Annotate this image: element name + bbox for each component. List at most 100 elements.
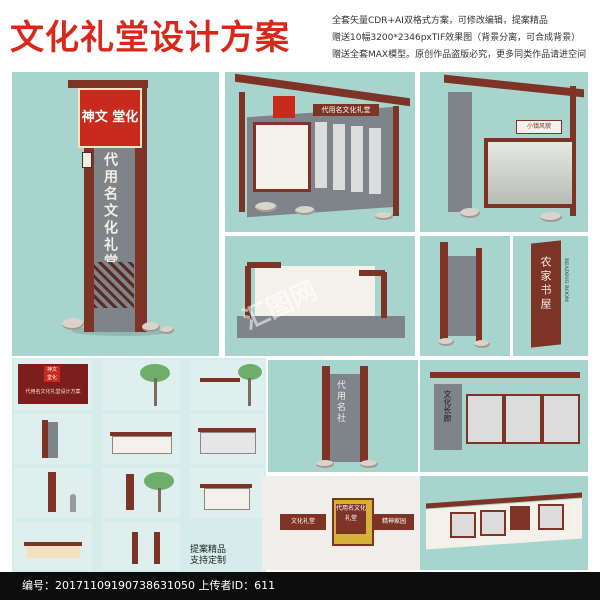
panel-tall-board bbox=[420, 236, 510, 356]
stone-pillar bbox=[434, 384, 462, 450]
post bbox=[440, 242, 448, 342]
rock bbox=[540, 212, 562, 222]
person-icon bbox=[70, 494, 76, 512]
beam bbox=[110, 432, 172, 436]
post bbox=[245, 266, 251, 318]
top-roof-beam bbox=[235, 73, 410, 107]
right-post bbox=[393, 106, 399, 216]
beam bbox=[200, 378, 240, 382]
board bbox=[330, 374, 360, 462]
info-panel bbox=[369, 128, 381, 194]
info-panel bbox=[351, 126, 363, 192]
wall bbox=[26, 546, 80, 558]
cover-caption: 代用名文化礼堂设计方案 bbox=[25, 389, 81, 395]
thumb-plan bbox=[102, 414, 180, 464]
info-panel bbox=[315, 122, 327, 188]
beam bbox=[198, 428, 256, 432]
rock bbox=[375, 212, 393, 220]
post bbox=[360, 366, 368, 462]
tree-trunk bbox=[248, 378, 251, 406]
header bbox=[0, 0, 600, 72]
corridor-label: 文化长廊 bbox=[443, 390, 452, 422]
thumb-grid: 神文 堂化 代用名文化礼堂设计方案 bbox=[12, 358, 266, 572]
footer bbox=[0, 572, 600, 600]
info-line-2: 赠送10幅3200*2346pxTIF效果图（背景分离，可合成背景） bbox=[332, 33, 581, 43]
seal-logo bbox=[273, 96, 295, 118]
info-line-1: 全套矢量CDR+AI双格式方案，可修改编辑，提案精品 bbox=[332, 16, 548, 26]
rock bbox=[142, 322, 160, 332]
map-board bbox=[253, 122, 311, 192]
tree-icon bbox=[144, 472, 174, 490]
post bbox=[476, 248, 482, 344]
info-panel bbox=[333, 124, 345, 190]
beam bbox=[24, 542, 82, 546]
panel-side-board: 小镇风貌 bbox=[420, 72, 588, 232]
thumb-plan bbox=[190, 468, 264, 518]
picture-board bbox=[542, 394, 580, 444]
banner-left: 文化礼堂 bbox=[280, 514, 326, 530]
bottom-note-line-1: 提案精品 bbox=[190, 545, 227, 555]
page-title: 文化礼堂设计方案 bbox=[10, 18, 290, 58]
tree-icon bbox=[140, 364, 170, 382]
rock bbox=[460, 208, 480, 218]
picture-board bbox=[504, 394, 542, 444]
roof-beam bbox=[247, 262, 281, 268]
banner-center: 代用名文化礼堂 bbox=[336, 504, 366, 534]
stage-base bbox=[237, 316, 405, 338]
picture-board bbox=[480, 510, 506, 536]
tree-icon bbox=[238, 364, 262, 380]
panel-vertical-sign: 代用名社 bbox=[268, 360, 418, 472]
panel-banner-board: 文化礼堂 代用名文化礼堂 精神家园 bbox=[262, 476, 420, 570]
wall bbox=[200, 432, 256, 454]
book-sign-title: 农家书屋 bbox=[539, 256, 552, 312]
board bbox=[448, 256, 476, 336]
picture-board bbox=[538, 504, 564, 530]
thumb-plan bbox=[102, 468, 180, 518]
lantern-icon bbox=[82, 152, 92, 168]
landscape-board bbox=[484, 138, 576, 208]
post bbox=[48, 472, 56, 512]
book-sign-subtitle: READING ROOM bbox=[563, 258, 569, 303]
thumb-plan bbox=[190, 360, 264, 410]
plaque: 小镇风貌 bbox=[516, 120, 562, 134]
footer-text: 编号：20171109190738631050 上传者ID：611 bbox=[22, 579, 276, 592]
post bbox=[381, 272, 387, 318]
top-beam bbox=[430, 372, 580, 378]
picture-board bbox=[466, 394, 504, 444]
panel-culture-corridor: 文化长廊 bbox=[420, 360, 588, 472]
rock bbox=[62, 318, 84, 330]
wall bbox=[204, 488, 250, 510]
seal-logo: 神文 堂化 bbox=[44, 366, 60, 382]
panel-stage bbox=[225, 236, 415, 356]
thumb-cover: 神文 堂化 代用名文化礼堂设计方案 bbox=[14, 360, 92, 410]
tree-trunk bbox=[158, 488, 161, 512]
picture-board bbox=[450, 512, 476, 538]
board bbox=[48, 422, 58, 458]
thumb-plan bbox=[14, 468, 92, 518]
thumb-plan bbox=[190, 414, 264, 464]
small-sign-label: 代用名社 bbox=[335, 380, 345, 424]
banner-right: 精神家园 bbox=[374, 514, 414, 530]
beam bbox=[200, 484, 252, 488]
info-line-3: 赠送全套MAX模型。原创作品盗版必究，更多同类作品请进空间 bbox=[332, 50, 587, 60]
post bbox=[42, 420, 48, 458]
thumb-plan bbox=[102, 522, 180, 570]
post bbox=[132, 532, 138, 564]
rock bbox=[316, 460, 334, 468]
post bbox=[322, 366, 330, 462]
bottom-note: 提案精品 支持定制 bbox=[190, 545, 226, 567]
thumb-plan bbox=[14, 414, 92, 464]
rock bbox=[360, 460, 378, 468]
rock bbox=[255, 202, 277, 212]
rock bbox=[160, 326, 174, 334]
sign-left-post bbox=[84, 147, 94, 332]
rock bbox=[295, 206, 315, 215]
wall-header: 代用名文化礼堂 bbox=[313, 104, 379, 116]
rock bbox=[474, 340, 490, 348]
panel-long-wall bbox=[420, 476, 588, 570]
wall bbox=[112, 436, 172, 454]
tree-trunk bbox=[154, 378, 157, 406]
thumb-plan bbox=[102, 360, 180, 410]
stage-backdrop bbox=[255, 266, 375, 316]
center-plaque bbox=[510, 506, 530, 530]
